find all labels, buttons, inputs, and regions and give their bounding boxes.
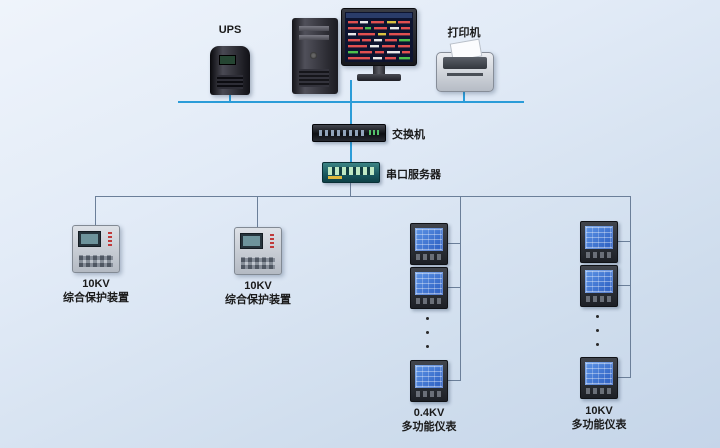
switch-ports: [319, 130, 365, 136]
distribution-line: [95, 196, 631, 197]
ups-icon: [210, 46, 250, 95]
scada-screen: [345, 12, 413, 62]
device-name-text: 多功能仪表: [571, 419, 627, 431]
meter-screen: [585, 270, 613, 293]
relay-keypad: [79, 255, 113, 267]
wire-workstation: [350, 80, 352, 102]
printer-output-slot: [447, 73, 483, 76]
server-ports: [328, 167, 374, 175]
multifunction-meter-icon: [410, 360, 448, 402]
wire-server-down: [350, 181, 351, 196]
protection-relay-1-icon: [72, 225, 120, 273]
printer-icon: [436, 38, 494, 92]
meter-keys: [586, 296, 612, 302]
multifunction-meter-icon: [580, 221, 618, 263]
multifunction-meter-icon: [410, 223, 448, 265]
meter-screen: [415, 365, 443, 388]
meter-keys: [416, 254, 442, 260]
ups-vent: [217, 75, 243, 89]
stub-meter-2b: [616, 285, 630, 286]
meter-keys: [416, 391, 442, 397]
stub-meter-1b: [446, 287, 460, 288]
meter-keys: [416, 298, 442, 304]
multifunction-meter-icon: [410, 267, 448, 309]
meter-screen: [415, 228, 443, 251]
meter-column-1-label: 0.4KV 多功能仪表: [384, 406, 474, 434]
serial-server-label: 串口服务器: [386, 169, 441, 181]
wire-meter-column-1: [460, 196, 461, 381]
multifunction-meter-icon: [580, 357, 618, 399]
stub-meter-1c: [446, 380, 460, 381]
kv-text: 10KV: [82, 278, 110, 290]
monitor-stand: [373, 66, 385, 74]
drive-bay: [299, 26, 329, 31]
relay-lcd: [240, 233, 263, 249]
stub-meter-2a: [616, 241, 630, 242]
protection-device-2-label: 10KV 综合保护装置: [212, 279, 304, 307]
multifunction-meter-icon: [580, 265, 618, 307]
wire-ups: [229, 94, 231, 102]
server-label-strip: [328, 176, 342, 179]
printer-label: 打印机: [447, 27, 481, 39]
device-name-text: 综合保护装置: [63, 292, 129, 304]
protection-relay-2-icon: [234, 227, 282, 275]
drive-bay: [299, 35, 329, 40]
network-switch-icon: [312, 124, 386, 142]
switch-label: 交换机: [392, 129, 425, 141]
device-name-text: 综合保护装置: [225, 294, 291, 306]
switch-leds: [369, 130, 379, 135]
ellipsis-dots: [426, 315, 430, 351]
tower-grill: [299, 69, 329, 87]
meter-screen: [585, 362, 613, 385]
kv-text: 10KV: [585, 405, 613, 417]
kv-text: 10KV: [244, 280, 272, 292]
meter-screen: [415, 272, 443, 295]
ups-display: [219, 55, 236, 65]
relay-leds: [108, 232, 112, 246]
device-name-text: 多功能仪表: [401, 421, 457, 433]
protection-device-1-label: 10KV 综合保护装置: [50, 277, 142, 305]
relay-keypad: [241, 257, 275, 269]
printer-lid: [443, 57, 487, 69]
relay-leds: [270, 234, 274, 248]
stub-meter-2c: [616, 377, 630, 378]
meter-keys: [586, 388, 612, 394]
wire-relay-1: [95, 196, 96, 225]
stub-meter-1a: [446, 243, 460, 244]
network-bus-line: [178, 101, 524, 103]
meter-screen: [585, 226, 613, 249]
relay-lcd: [78, 231, 101, 247]
meter-keys: [586, 252, 612, 258]
ups-label: UPS: [218, 24, 242, 36]
monitor-icon: [341, 8, 417, 66]
wire-bus-to-switch: [350, 103, 352, 124]
power-button-icon: [310, 52, 317, 59]
wire-relay-2: [257, 196, 258, 227]
wire-printer: [463, 90, 465, 102]
monitor-base: [357, 74, 401, 81]
wire-meter-column-2: [630, 196, 631, 378]
wire-switch-to-server: [350, 140, 352, 163]
serial-port-server-icon: [322, 162, 380, 183]
kv-text: 0.4KV: [413, 407, 445, 419]
ellipsis-dots: [596, 313, 600, 349]
computer-tower-icon: [292, 18, 338, 94]
meter-column-2-label: 10KV 多功能仪表: [554, 404, 644, 432]
